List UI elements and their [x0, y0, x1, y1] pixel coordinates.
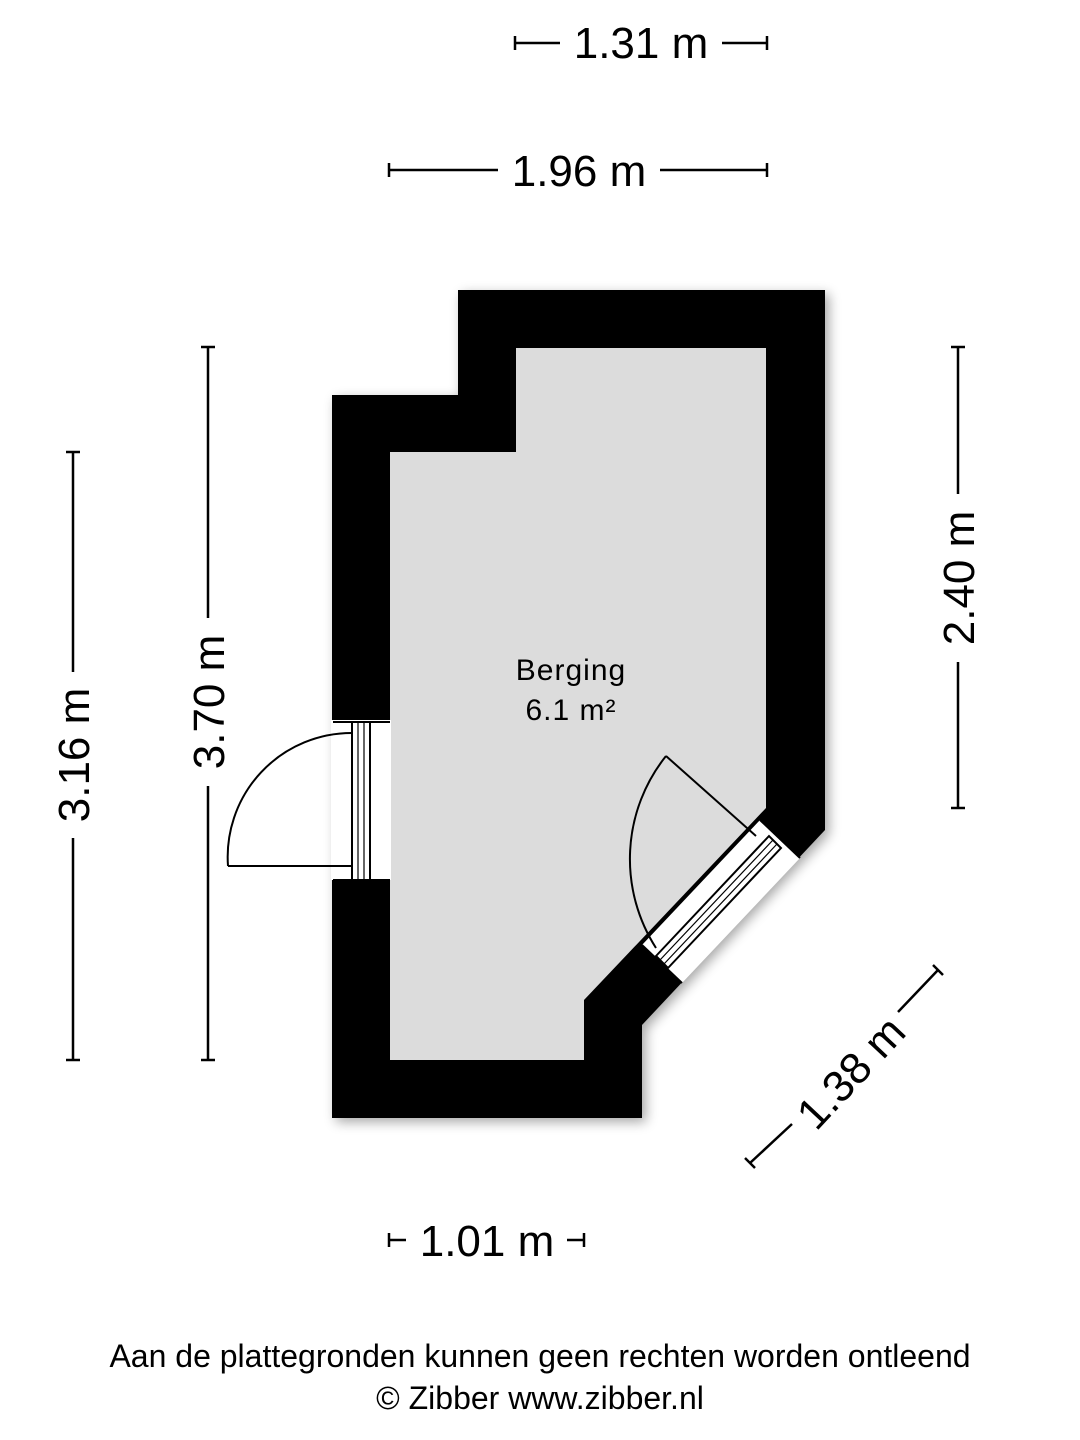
dimension-left-outer: 3.16 m: [50, 450, 99, 1062]
dimension-top-lower: 1.96 m: [387, 147, 769, 196]
copyright-text: © Zibber www.zibber.nl: [376, 1380, 704, 1416]
room-area: 6.1 m²: [525, 694, 616, 727]
room-name: Berging: [516, 654, 626, 687]
left-door: [226, 721, 390, 881]
dimension-right: 2.40 m: [935, 345, 984, 810]
right-door: [628, 755, 801, 984]
svg-text:3.70 m: 3.70 m: [185, 635, 234, 770]
room-floor: [390, 348, 766, 1060]
svg-text:1.01 m: 1.01 m: [420, 1217, 555, 1266]
dimension-left-inner: 3.70 m: [185, 345, 234, 1062]
svg-text:1.96 m: 1.96 m: [512, 147, 647, 196]
svg-text:3.16 m: 3.16 m: [50, 688, 99, 823]
disclaimer-text: Aan de plattegronden kunnen geen rechten…: [109, 1338, 971, 1374]
svg-text:1.31 m: 1.31 m: [574, 19, 709, 68]
dimension-bottom: 1.01 m: [387, 1217, 586, 1266]
svg-text:2.40 m: 2.40 m: [935, 511, 984, 646]
dimension-diagonal: 1.38 m: [744, 964, 944, 1169]
dimension-top-upper: 1.31 m: [513, 19, 769, 68]
svg-text:1.38 m: 1.38 m: [788, 1007, 916, 1139]
